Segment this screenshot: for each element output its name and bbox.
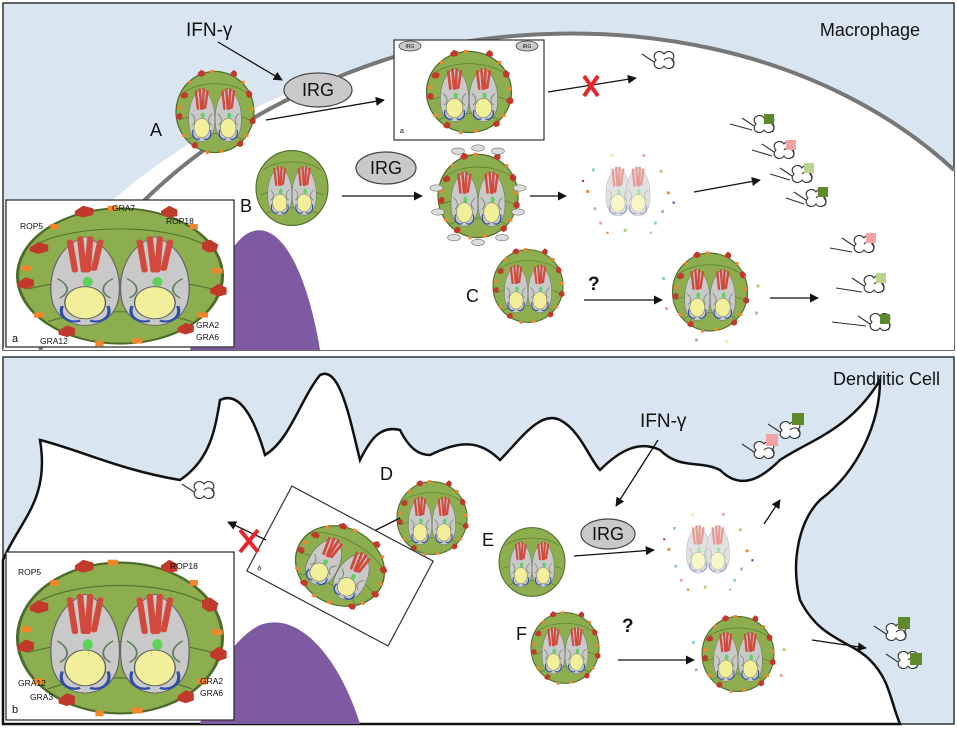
ifn-gamma-label-bottom: IFN-γ [640,411,687,432]
route-f-arrow-2 [811,639,867,652]
route-b-arrow-3 [693,176,761,193]
inset-b-protein-gra2: GRA2 [200,676,223,686]
route-a-arrow [265,96,385,121]
macrophage-title: Macrophage [820,20,920,40]
mhc-cluster-bottom-lower [873,617,922,670]
route-c-question: ? [588,274,600,295]
irg-label-e: IRG [592,524,624,544]
route-e-arrow [573,546,655,557]
inset-a-protein-rop18: ROP18 [166,216,194,226]
irg-ellipse-b [355,151,417,185]
irg-small-left [398,40,422,52]
route-c-secreting-vacuole [662,252,760,343]
irg-ellipse-e [580,518,636,550]
route-f-label: F [516,624,527,644]
route-d-blocked-arrow [227,521,267,541]
dendritic-title: Dendritic Cell [833,369,940,389]
inset-b-protein-gra6: GRA6 [200,688,223,698]
route-a-label: A [150,120,162,140]
irg-label-top: IRG [302,80,334,100]
mhc-cluster-bottom-upper [741,413,804,460]
inset-b-protein-gra12: GRA12 [18,678,46,688]
inset-a-protein-gra12: GRA12 [40,336,68,346]
inset-a-protein-gra7: GRA7 [112,203,135,213]
ifn-to-irg-arrow-bottom [615,439,659,507]
inset-b-protein-rop5: ROP5 [18,567,41,577]
irg-label-b: IRG [370,158,402,178]
irg-small-right [515,40,539,52]
inset-b-protein-gra3: GRA3 [30,692,53,702]
inset-a-protein-rop5: ROP5 [20,221,43,231]
boxed-vacuole-b: b [246,485,434,647]
inset-a-protein-gra6: GRA6 [196,332,219,342]
mhc-cluster-top [729,114,891,332]
irg-small-left-label: IRG [406,44,415,50]
route-f-secreting-vacuole [691,615,786,693]
route-f-question: ? [622,616,634,637]
ifn-gamma-label-top: IFN-γ [186,20,233,41]
irg-small-right-label: IRG [523,44,532,50]
route-d-label: D [380,464,393,484]
blocked-x-icon-top [582,74,600,98]
blocked-x-icon-bottom [238,528,260,554]
inset-b-label: b [12,704,18,716]
ifn-to-irg-arrow-top [217,41,283,81]
route-b-irg-coated-vacuole [429,144,527,246]
route-c-label: C [466,286,479,306]
route-e-arrow-2 [763,499,781,525]
inset-a-label: a [12,333,19,345]
inset-b-protein-rop18: ROP18 [170,561,198,571]
inset-a-protein-gra2: GRA2 [196,320,219,330]
route-b-vacuole [256,151,328,226]
route-e-vacuole [499,528,565,597]
boxed-vacuole-a-label: a [400,128,404,135]
boxed-vacuole-b-label: b [256,565,263,573]
dendritic-host-nucleus [200,622,360,724]
irg-ellipse-top [283,72,353,108]
route-e-label: E [482,530,494,550]
route-b-label: B [240,196,252,216]
